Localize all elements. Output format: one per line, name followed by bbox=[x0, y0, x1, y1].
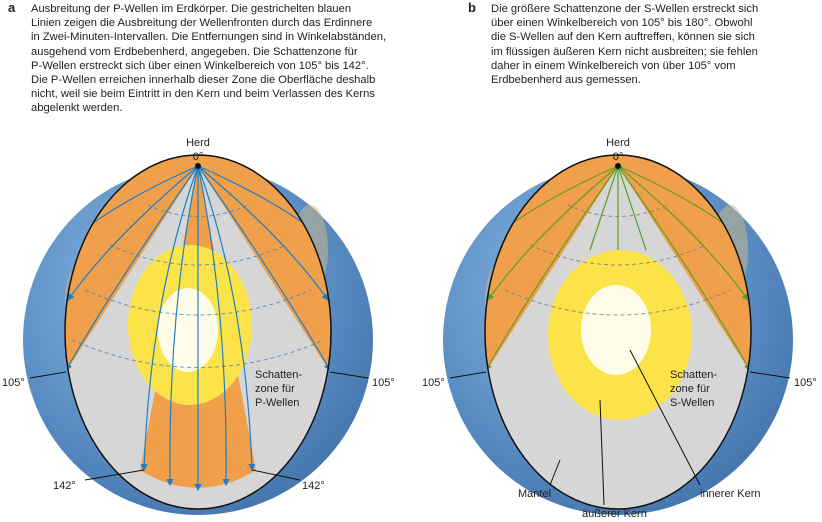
angle-105-right-b: 105° bbox=[794, 377, 817, 389]
shadow-zone-label-b-2: zone für bbox=[670, 383, 710, 395]
leader-142-right-a bbox=[251, 469, 301, 481]
panel-b-caption: Die größere Schattenzone der S-Wellen er… bbox=[491, 3, 759, 87]
mantle-upper-a bbox=[65, 155, 331, 372]
panel-a-caption: Ausbreitung der P-Wellen im Erdkörper. D… bbox=[31, 3, 387, 115]
inner-core-b bbox=[581, 285, 651, 375]
inner-core-a bbox=[158, 288, 218, 372]
panel-a-diagram: Herd 0° 105° 105° 142° 142° Schatten- zo… bbox=[2, 137, 395, 515]
herd-label-b: Herd bbox=[606, 137, 630, 149]
leader-142-left-a bbox=[84, 469, 145, 481]
leader-inner-core bbox=[629, 349, 701, 486]
focus-point-a bbox=[195, 163, 201, 169]
panel-b-diagram: Herd 0° 105° 105° Schatten- zone für S-W… bbox=[422, 137, 817, 520]
mantle-upper-b bbox=[485, 155, 751, 372]
label-outer-core: äußerer Kern bbox=[582, 508, 647, 520]
angle-142-right-a: 142° bbox=[302, 480, 325, 492]
zero-degree-label-b: 0° bbox=[613, 151, 624, 163]
herd-label-a: Herd bbox=[186, 137, 210, 149]
panel-a-letter: a bbox=[8, 0, 16, 15]
zero-degree-label-a: 0° bbox=[193, 151, 204, 163]
label-mantel: Mantel bbox=[518, 488, 551, 500]
focus-point-b bbox=[615, 163, 621, 169]
cross-section-outline-a bbox=[64, 154, 332, 510]
angle-142-left-a: 142° bbox=[53, 480, 76, 492]
leader-mantel bbox=[549, 459, 561, 486]
leader-105-right-b bbox=[749, 371, 791, 379]
shadow-zone-label-a-1: Schatten- bbox=[255, 369, 302, 381]
leader-outer-core bbox=[599, 399, 605, 506]
shadow-zone-label-a-2: zone für bbox=[255, 383, 295, 395]
shadow-zone-label-b-3: S-Wellen bbox=[670, 397, 714, 409]
leader-105-right-a bbox=[329, 371, 369, 379]
label-inner-core: innerer Kern bbox=[700, 488, 761, 500]
p-wave-rays bbox=[65, 165, 331, 492]
leader-105-left-a bbox=[29, 371, 67, 379]
panel-b-letter: b bbox=[468, 0, 476, 15]
shadow-zone-label-b-1: Schatten- bbox=[670, 369, 717, 381]
leader-105-left-b bbox=[449, 371, 487, 379]
shadow-zone-label-a-3: P-Wellen bbox=[255, 397, 299, 409]
cross-section-outline-b bbox=[484, 154, 752, 510]
angle-105-left-b: 105° bbox=[422, 377, 445, 389]
angle-105-right-a: 105° bbox=[372, 377, 395, 389]
angle-105-left-a: 105° bbox=[2, 377, 25, 389]
